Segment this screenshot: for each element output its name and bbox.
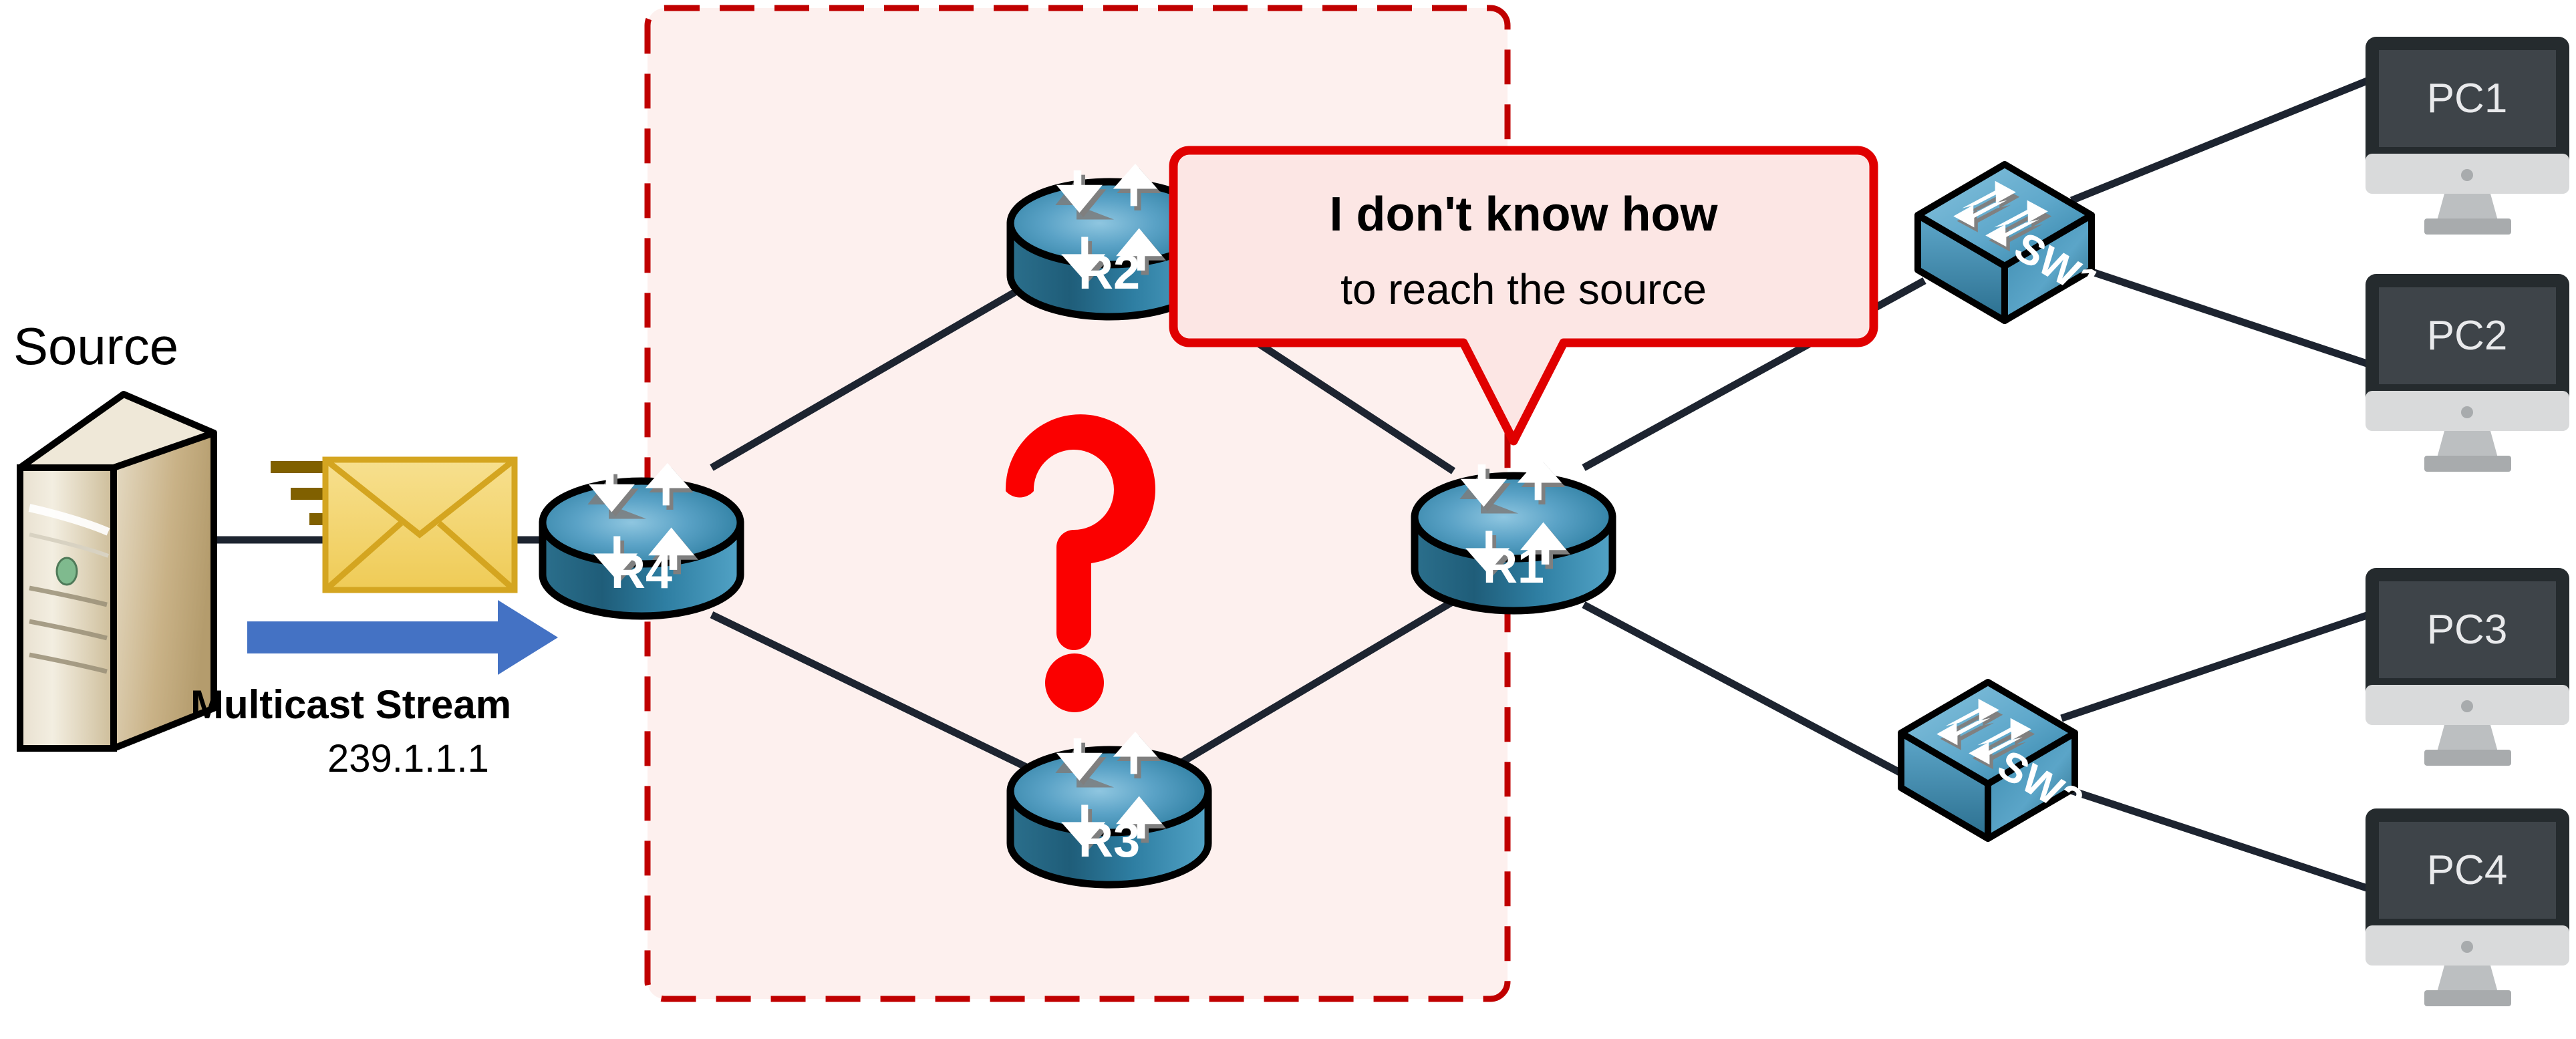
envelope-icon	[322, 456, 518, 593]
router-r4-label: R4	[611, 545, 672, 599]
link-r4-r2	[710, 281, 1031, 471]
question-mark-icon	[1005, 414, 1155, 712]
pc-pc2[interactable]: PC2	[2366, 274, 2569, 472]
link-sw1-pc1	[2069, 76, 2371, 204]
server-led	[55, 557, 78, 586]
pc-pc3[interactable]: PC3	[2366, 568, 2569, 766]
router-r3-label: R3	[1079, 814, 1140, 867]
switch-sw1[interactable]: SW1	[1914, 161, 2108, 324]
router-r3[interactable]: R3	[1006, 732, 1212, 889]
router-r1[interactable]: R1	[1411, 458, 1616, 615]
multicast-stream-label: Multicast Stream	[190, 682, 511, 727]
router-r1-label: R1	[1483, 540, 1544, 593]
callout-shape	[1169, 146, 1878, 446]
pc-indicator-dot	[2461, 169, 2473, 181]
source-label: Source	[13, 317, 178, 376]
pc-pc1-label: PC1	[2427, 76, 2508, 122]
pc-indicator-dot	[2461, 406, 2473, 418]
multicast-arrow	[247, 600, 558, 675]
link-sw1-pc2	[2077, 263, 2370, 368]
router-r2-label: R2	[1079, 246, 1140, 299]
multicast-group-label: 239.1.1.1	[327, 737, 489, 780]
source-server: Source	[13, 317, 217, 752]
link-r1-sw2	[1582, 601, 1913, 782]
router-r4[interactable]: R4	[539, 463, 744, 620]
callout-line2: to reach the source	[1340, 265, 1707, 313]
pc-pc1[interactable]: PC1	[2366, 37, 2569, 235]
callout-line1: I don't know how	[1329, 188, 1718, 241]
pc-indicator-dot	[2461, 941, 2473, 953]
pc-pc2-label: PC2	[2427, 313, 2508, 359]
pc-pc4-label: PC4	[2427, 847, 2508, 893]
link-sw2-pc4	[2063, 784, 2370, 893]
callout-bubble: I don't know how to reach the source	[1169, 146, 1878, 446]
pc-indicator-dot	[2461, 700, 2473, 712]
link-r4-r3	[710, 611, 1031, 772]
switch-sw2[interactable]: SW2	[1898, 679, 2091, 842]
link-sw2-pc3	[2060, 611, 2370, 722]
router-r2[interactable]: R2	[1006, 164, 1212, 321]
pc-pc4[interactable]: PC4	[2366, 808, 2569, 1006]
pc-pc3-label: PC3	[2427, 607, 2508, 653]
link-r3-r1	[1181, 598, 1455, 765]
